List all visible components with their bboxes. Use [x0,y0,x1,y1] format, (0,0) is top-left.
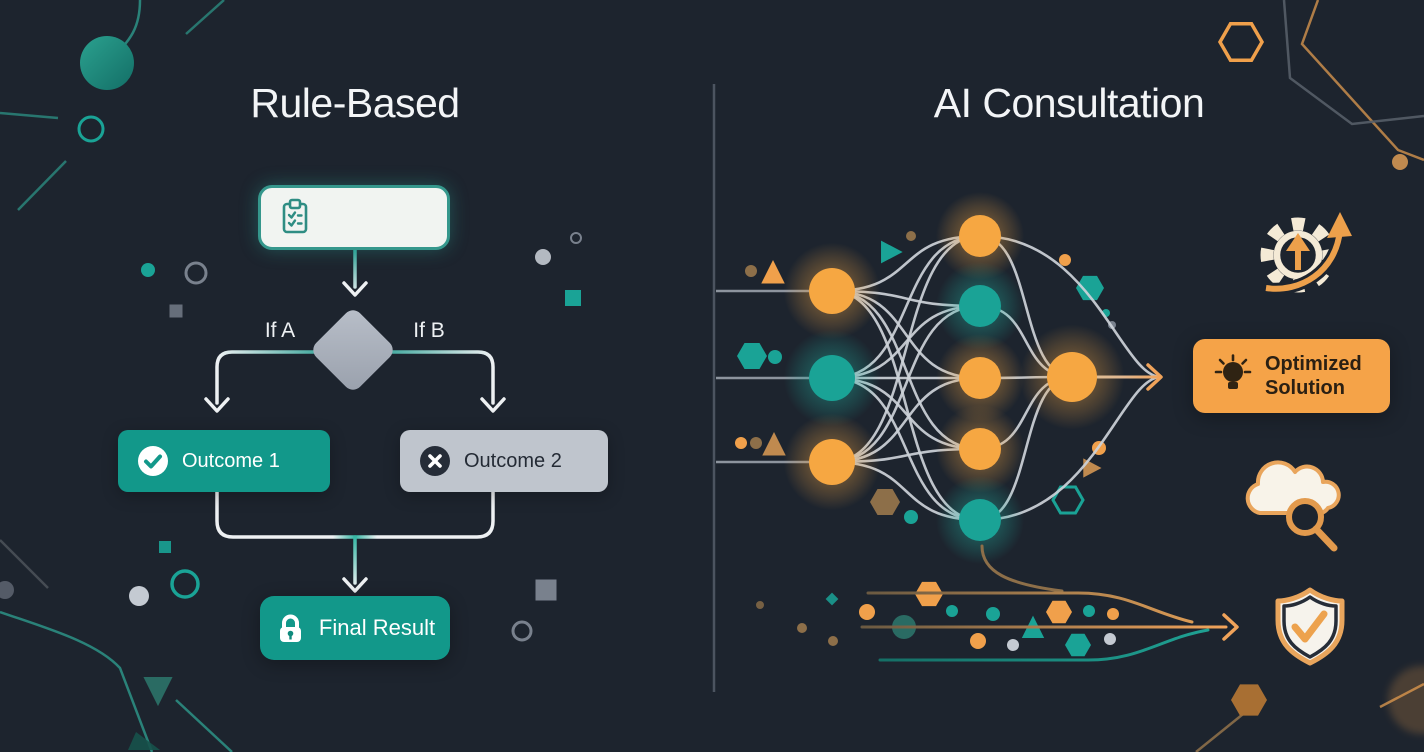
shield-check-icon [1275,587,1345,666]
network-node-orange [959,357,1001,399]
cloud-search-icon [1245,460,1341,552]
dot-shape [797,623,807,633]
tri-up-shape [762,431,786,456]
data-flow-lines [860,544,1239,662]
hex-shape [1065,633,1091,657]
dot-shape [1107,608,1119,620]
glow-dot-shape [80,36,134,90]
square-shape [159,541,171,553]
network-node-teal [959,285,1001,327]
dot-shape [735,437,747,449]
dot-shape [129,586,149,606]
arrow-down-icon [342,281,368,297]
dot-shape [970,633,986,649]
ring-shape [570,232,582,244]
dot-shape [141,263,155,277]
dot-shape [986,607,1000,621]
dot-shape [859,604,875,620]
tri-up-shape [761,259,785,284]
tri-right-shape [1083,458,1102,478]
tri-right-shape [881,240,903,264]
hex-shape [737,343,767,369]
ring-shape [184,261,208,285]
square-shape [169,304,183,318]
flowchart-connectors [204,248,506,593]
dot-shape [756,601,764,609]
dot-shape [0,581,14,599]
neural-network [716,191,1163,565]
dot-shape [946,605,958,617]
network-node-teal [959,499,1001,541]
dot-shape [1007,639,1019,651]
arrow-right-icon [1146,363,1163,391]
dot-shape [535,249,551,265]
hex-shape [1076,275,1104,301]
arrow-right-icon [1222,613,1239,641]
arrow-down-icon [342,577,368,593]
ring-shape [170,569,200,599]
ring-shape [511,620,533,642]
network-node-orange [959,215,1001,257]
square-shape [535,579,557,601]
gear-upgrade-icon [1260,212,1352,295]
dot-shape [828,636,838,646]
dot-shape [1083,605,1095,617]
hex-shape [1231,684,1267,716]
dot-shape [750,437,762,449]
arrow-down-icon [204,397,230,413]
tri-down-shape [143,677,173,707]
arrow-down-icon [480,397,506,413]
hex-shape [870,489,900,515]
dot-shape [1059,254,1071,266]
dot-shape [745,265,757,277]
dot-shape [904,510,918,524]
network-node-orange [959,428,1001,470]
ring-shape [77,115,105,143]
dot-shape [1104,633,1116,645]
square-shape [825,592,839,606]
network-node-orange [1047,352,1097,402]
dot-shape [1392,154,1408,170]
hex-ring-shape [1217,22,1265,62]
dot-shape [906,231,916,241]
network-node-orange [809,268,855,314]
network-node-orange [809,439,855,485]
hex-ring-shape [1051,485,1085,515]
hex-shape [1046,600,1072,624]
network-node-teal [809,355,855,401]
dot-shape [768,350,782,364]
square-shape [565,290,581,306]
decorative-shapes [0,22,1408,716]
